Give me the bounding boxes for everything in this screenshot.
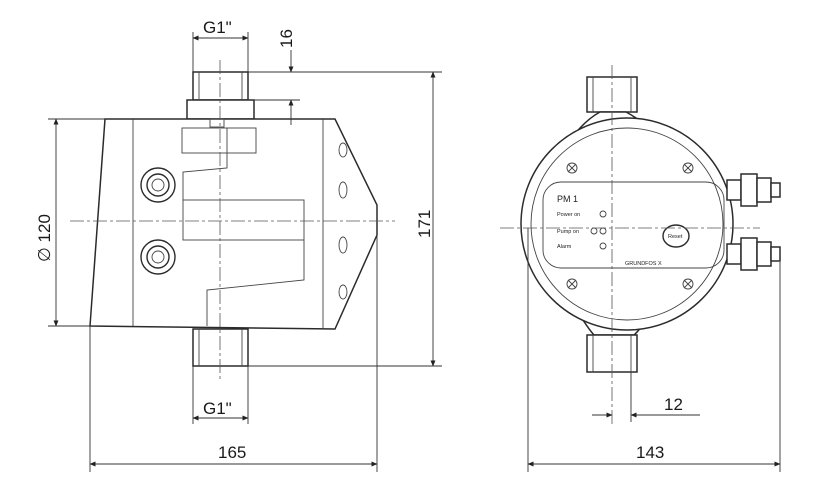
reset-button-label: Reset <box>668 234 683 240</box>
dim-top-offset: 16 <box>277 29 296 48</box>
brand-logo: GRUNDFOS X <box>625 261 662 267</box>
dim-outlet-offset: 12 <box>664 395 683 414</box>
dim-height: 171 <box>415 210 434 238</box>
front-housing <box>520 117 734 331</box>
indicator-power-label: Power on <box>557 212 580 218</box>
screw-top-left <box>566 162 578 174</box>
gland-upper <box>140 167 176 203</box>
cable-gland-upper <box>726 173 781 207</box>
indicator-pump-label: Pump on <box>557 229 579 235</box>
reset-button[interactable] <box>662 224 690 248</box>
dim-thread-bottom: G1" <box>203 399 232 418</box>
dim-thread-top: G1" <box>203 18 232 37</box>
cable-gland-lower <box>726 237 781 271</box>
front-view: PM 1 Power on Pump on Alarm Reset GRUNDF… <box>500 65 781 425</box>
led-power <box>599 210 607 218</box>
screw-bottom-right <box>682 278 694 290</box>
led-alarm <box>599 242 607 250</box>
dim-width-side: 165 <box>218 443 246 462</box>
screw-top-right <box>682 162 694 174</box>
bottom-connector <box>192 328 249 367</box>
dim-width-front: 143 <box>636 443 664 462</box>
control-panel <box>542 181 725 269</box>
gland-lower <box>140 239 176 275</box>
dimension-lines: G1" 16 171 ∅ 120 G1" 165 143 <box>35 18 781 472</box>
top-connector <box>192 71 249 101</box>
model-label: PM 1 <box>557 194 578 204</box>
dim-diameter: ∅ 120 <box>35 214 54 262</box>
indicator-alarm-label: Alarm <box>557 244 572 250</box>
screw-bottom-left <box>566 278 578 290</box>
side-view <box>70 60 395 380</box>
